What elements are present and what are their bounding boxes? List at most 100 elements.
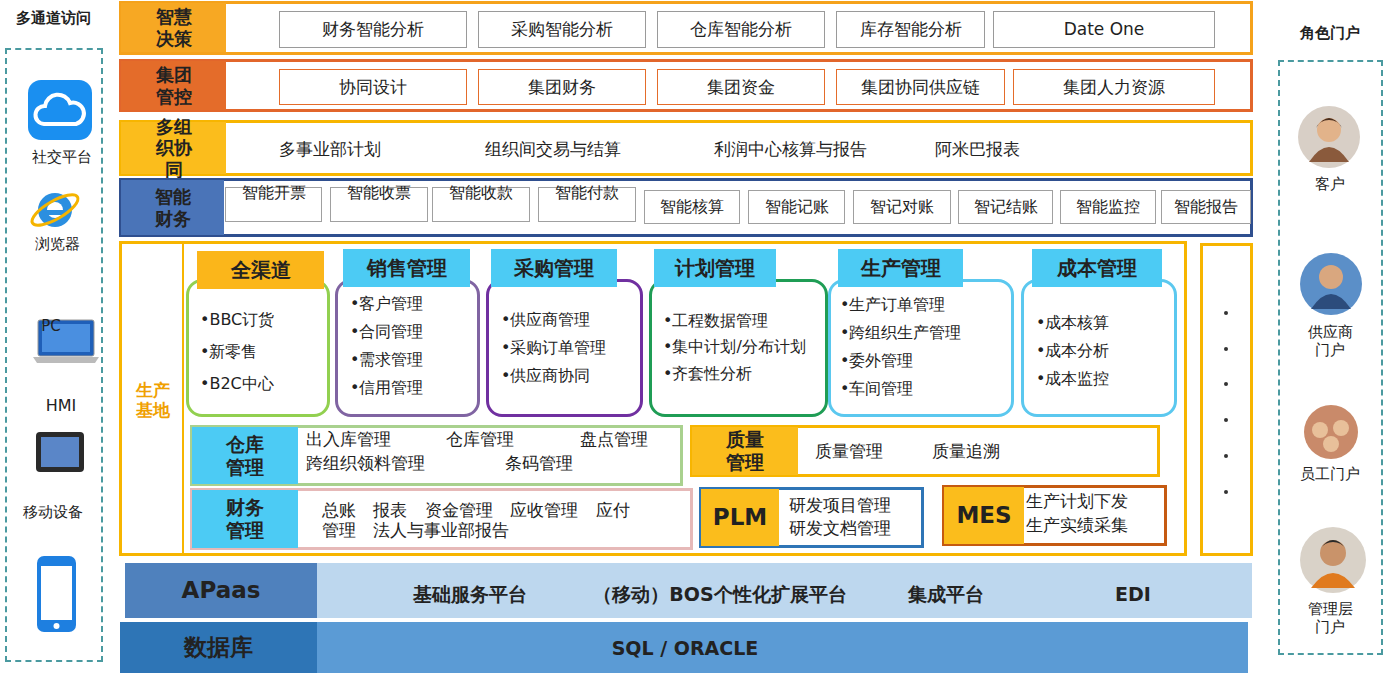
band-label: 多组织协同 bbox=[121, 122, 226, 174]
browser-icon bbox=[28, 189, 82, 231]
function-box: 智记结账 bbox=[958, 190, 1053, 224]
bullet-item: •成本核算 bbox=[1036, 312, 1171, 334]
function-text: 智记对账 bbox=[853, 190, 951, 224]
function-text: 智能收款 bbox=[432, 183, 530, 203]
more-column bbox=[1202, 245, 1252, 555]
function-text: 利润中心核算与报告 bbox=[690, 138, 890, 160]
block-label: 数据库 bbox=[120, 622, 317, 673]
bullet-item: •B2C中心 bbox=[200, 373, 325, 395]
function-text: 集团财务 bbox=[478, 69, 646, 105]
function-text: 智能记账 bbox=[748, 190, 845, 224]
section-item: 跨组织领料管理 bbox=[306, 452, 446, 474]
bullet-item: •集中计划/分布计划 bbox=[663, 336, 826, 358]
platform-band: APaas基础服务平台（移动）BOS个性化扩展平台集成平台EDI bbox=[125, 563, 1252, 618]
function-box: 智能付款 bbox=[538, 187, 636, 222]
function-text: 集团协同供应链 bbox=[836, 69, 1005, 105]
icon-caption: 员工门户 bbox=[1288, 464, 1372, 484]
panel-heading: 多通道访问 bbox=[5, 8, 101, 28]
block-label: MES bbox=[944, 487, 1024, 544]
function-box: 仓库智能分析 bbox=[657, 11, 825, 48]
platform-item: 集成平台 bbox=[890, 582, 1002, 606]
separator-line bbox=[182, 244, 184, 553]
icon-caption: 浏览器 bbox=[26, 234, 88, 254]
function-box: 智能报告 bbox=[1161, 190, 1251, 224]
layer-band: 多组织协同多事业部计划组织间交易与结算利润中心核算与报告阿米巴报表 bbox=[119, 120, 1253, 176]
section-item: 条码管理 bbox=[505, 452, 595, 474]
section-item: 盘点管理 bbox=[580, 428, 670, 450]
icon-caption: 供应商门户 bbox=[1303, 320, 1357, 362]
module-header: 销售管理 bbox=[343, 249, 470, 287]
bullet-item: •生产订单管理 bbox=[840, 294, 1010, 316]
function-box: 集团人力资源 bbox=[1013, 69, 1215, 105]
cloud-app-icon bbox=[28, 80, 92, 140]
section-box: 质量管理质量管理质量追溯 bbox=[690, 425, 1160, 477]
function-text: 智能监控 bbox=[1060, 190, 1156, 224]
icon-caption: HMI bbox=[36, 396, 86, 416]
bullet-item: •需求管理 bbox=[350, 349, 475, 371]
section-box: MES生产计划下发生产实绩采集 bbox=[942, 485, 1167, 546]
manager-photo bbox=[1300, 527, 1366, 593]
bullet-item: •客户管理 bbox=[350, 293, 475, 315]
function-text: 财务智能分析 bbox=[279, 11, 467, 48]
function-box: 协同设计 bbox=[279, 69, 467, 105]
function-box: 集团资金 bbox=[657, 69, 825, 105]
bullet-item: •供应商管理 bbox=[501, 309, 639, 331]
function-text: 智能核算 bbox=[644, 190, 740, 224]
bullet-item: •信用管理 bbox=[350, 377, 475, 399]
bullet-item: •采购订单管理 bbox=[501, 337, 639, 359]
bullet-item: •供应商协同 bbox=[501, 365, 639, 387]
function-text: 智记结账 bbox=[958, 190, 1053, 224]
function-text: 阿米巴报表 bbox=[920, 138, 1035, 160]
layer-band: 集团管控 协同设计集团财务集团资金集团协同供应链集团人力资源 bbox=[119, 59, 1253, 112]
function-box: 智记对账 bbox=[853, 190, 951, 224]
module-box: 计划管理•工程数据管理•集中计划/分布计划•齐套性分析 bbox=[649, 279, 828, 417]
function-box: 智能监控 bbox=[1060, 190, 1156, 224]
function-text: 协同设计 bbox=[279, 69, 467, 105]
tablet-icon bbox=[36, 432, 84, 472]
channel-panel: 多通道访问社交平台浏览器PCHMI移动设备 bbox=[5, 48, 103, 662]
platform-item: SQL / ORACLE bbox=[560, 635, 810, 661]
function-text: Date One bbox=[993, 11, 1215, 48]
function-text: 智能开票 bbox=[225, 183, 322, 203]
customer-photo bbox=[1298, 106, 1360, 168]
function-box: 智能收票 bbox=[330, 187, 428, 222]
function-text: 多事业部计划 bbox=[260, 138, 400, 160]
function-text: 库存智能分析 bbox=[836, 11, 985, 48]
function-box: 智能收款 bbox=[432, 187, 530, 222]
module-box: 成本管理•成本核算•成本分析•成本监控 bbox=[1021, 279, 1177, 417]
bullet-item: •工程数据管理 bbox=[663, 310, 826, 332]
module-header: 生产管理 bbox=[838, 249, 963, 287]
module-header: 全渠道 bbox=[197, 251, 324, 289]
band-label: 集团管控 bbox=[121, 61, 226, 110]
section-item: 研发文档管理 bbox=[789, 517, 919, 539]
function-text: 集团资金 bbox=[657, 69, 825, 105]
function-text: 仓库智能分析 bbox=[657, 11, 825, 48]
module-box: 生产管理•生产订单管理•跨组织生产管理•委外管理•车间管理 bbox=[828, 279, 1014, 417]
function-box: Date One bbox=[993, 11, 1215, 48]
block-label: PLM bbox=[701, 489, 779, 546]
phone-icon bbox=[37, 556, 76, 632]
section-item: 质量追溯 bbox=[932, 440, 1022, 462]
function-box: 智能核算 bbox=[644, 190, 740, 224]
icon-caption: 移动设备 bbox=[8, 502, 98, 522]
role-panel: 角色门户客户供应商门户员工门户管理层门户 bbox=[1278, 60, 1383, 655]
icon-caption: 社交平台 bbox=[22, 147, 102, 167]
bullet-item: •成本分析 bbox=[1036, 340, 1171, 362]
staff-photo bbox=[1304, 405, 1358, 459]
platform-item: EDI bbox=[1100, 582, 1166, 606]
section-item: 研发项目管理 bbox=[789, 494, 919, 516]
module-header: 采购管理 bbox=[491, 249, 617, 287]
function-box: 库存智能分析 bbox=[836, 11, 985, 48]
icon-caption: 管理层门户 bbox=[1303, 597, 1357, 639]
function-text: 采购智能分析 bbox=[478, 11, 646, 48]
function-text: 智能收票 bbox=[330, 183, 428, 203]
block-label: APaas bbox=[125, 563, 317, 618]
function-text: 智能付款 bbox=[538, 183, 636, 203]
section-box: 仓库管理出入库管理仓库管理盘点管理跨组织领料管理条码管理 bbox=[190, 425, 683, 486]
bullet-item: •委外管理 bbox=[840, 350, 1010, 372]
function-box: 集团协同供应链 bbox=[836, 69, 1005, 105]
module-box: 全渠道•BBC订货•新零售•B2C中心 bbox=[186, 279, 330, 417]
section-box: PLM 研发项目管理研发文档管理 bbox=[699, 487, 924, 548]
bullet-item: •合同管理 bbox=[350, 321, 475, 343]
function-box: 智能开票 bbox=[225, 187, 322, 222]
